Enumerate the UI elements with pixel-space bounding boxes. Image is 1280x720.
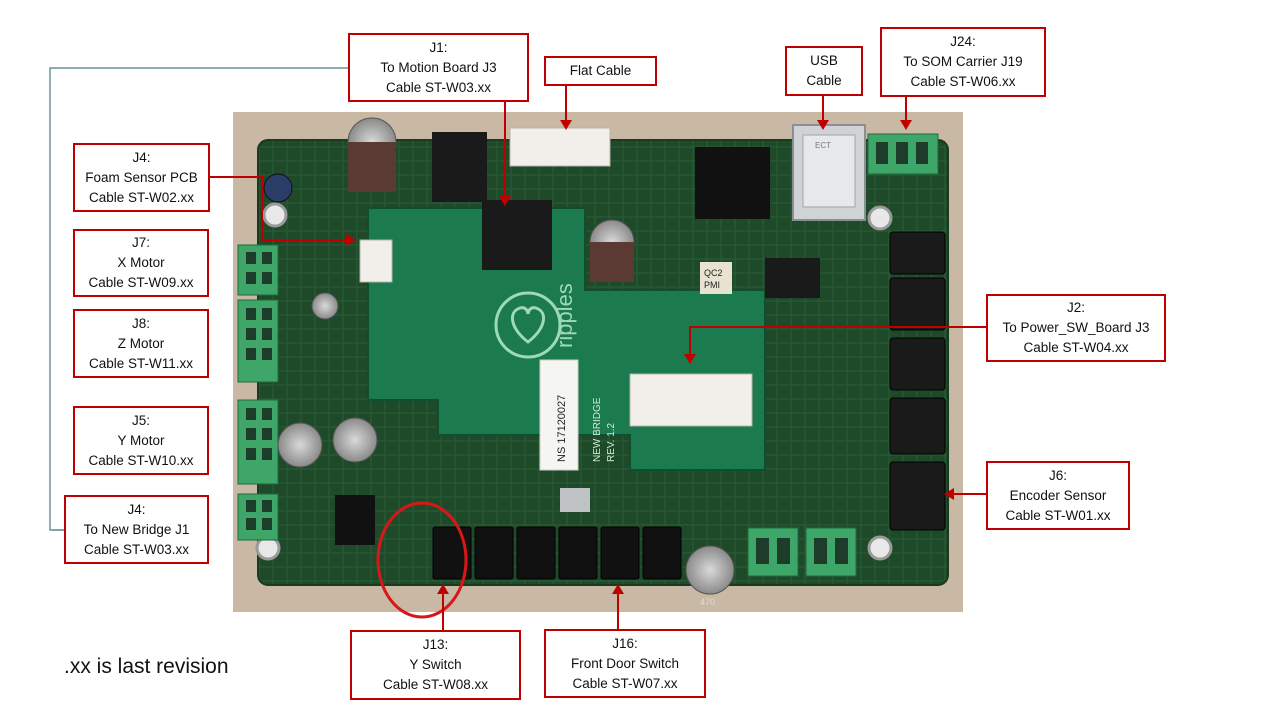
callout-j4foam-line1: J4: xyxy=(132,149,151,165)
callout-j2-line3: Cable ST-W04.xx xyxy=(1023,340,1129,355)
callout-j4bridge-line2: To New Bridge J1 xyxy=(83,521,190,537)
callout-j5-line2: Y Motor xyxy=(117,432,165,448)
callout-j8-line3: Cable ST-W11.xx xyxy=(88,355,194,371)
callout-j6-line3: Cable ST-W01.xx xyxy=(1005,507,1111,523)
callout-j13: J13: Y Switch Cable ST-W08.xx xyxy=(350,630,521,700)
regulator xyxy=(560,488,590,512)
ripples-logo xyxy=(494,291,562,359)
callout-j4foam-line2: Foam Sensor PCB xyxy=(85,169,198,185)
callout-j16-line2: Front Door Switch xyxy=(570,655,680,671)
motion-board-connector xyxy=(482,200,552,270)
callout-j16-line3: Cable ST-W07.xx xyxy=(572,675,678,691)
j2-connector xyxy=(629,373,753,427)
callout-j5-line1: J5: xyxy=(131,412,150,428)
mounting-hole xyxy=(867,535,893,561)
callout-j24-line2: To SOM Carrier J19 xyxy=(903,54,1023,69)
callout-j4bridge-line3: Cable ST-W03.xx xyxy=(83,541,190,557)
callout-j4-bridge: J4: To New Bridge J1 Cable ST-W03.xx xyxy=(64,495,209,564)
callout-j6-line1: J6: xyxy=(1048,467,1067,483)
callout-j13-line3: Cable ST-W08.xx xyxy=(382,677,489,692)
callout-j4foam-line3: Cable ST-W02.xx xyxy=(88,189,195,205)
callout-j4bridge-line1: J4: xyxy=(127,501,146,517)
callout-flat-line1: Flat Cable xyxy=(569,63,632,78)
callout-j7: J7: X Motor Cable ST-W09.xx xyxy=(73,229,209,297)
cap-print: 470 xyxy=(700,597,715,607)
callout-j1: J1: To Motion Board J3 Cable ST-W03.xx xyxy=(348,33,529,102)
callout-j13-line2: Y Switch xyxy=(409,657,462,672)
terminal-bottom xyxy=(747,527,857,577)
serial-sticker xyxy=(539,359,579,471)
terminal-j24 xyxy=(867,133,939,175)
callout-j7-line3: Cable ST-W09.xx xyxy=(88,275,194,290)
bridge-text-1: NEW BRIDGE xyxy=(592,397,603,462)
callout-j13-line1: J13: xyxy=(422,637,449,652)
callout-j1-line3: Cable ST-W03.xx xyxy=(385,79,492,95)
usb-print: ECT xyxy=(815,141,831,150)
callout-j16-line1: J16: xyxy=(612,635,638,651)
callout-usb: USB Cable xyxy=(785,46,863,96)
chip xyxy=(765,258,820,298)
capacitors xyxy=(263,117,735,595)
callout-j8: J8: Z Motor Cable ST-W11.xx xyxy=(73,309,209,378)
callout-j24-line1: J24: xyxy=(950,34,976,49)
terminal-j4-bridge xyxy=(237,493,279,541)
callout-j5-line3: Cable ST-W10.xx xyxy=(88,452,194,468)
chip-label-1: QC2 xyxy=(704,268,723,278)
callout-j2-line1: J2: xyxy=(1066,300,1085,315)
bottom-connectors xyxy=(432,526,682,580)
callout-j8-line1: J8: xyxy=(131,315,150,331)
callout-j6: J6: Encoder Sensor Cable ST-W01.xx xyxy=(986,461,1130,530)
arrows xyxy=(210,84,988,630)
callout-j7-line2: X Motor xyxy=(117,255,165,270)
terminal-j5 xyxy=(237,399,279,485)
sticker-text: NS 17120027 xyxy=(556,395,568,462)
j13-highlight xyxy=(376,501,468,619)
callout-j16: J16: Front Door Switch Cable ST-W07.xx xyxy=(544,629,706,698)
callout-j4-foam: J4: Foam Sensor PCB Cable ST-W02.xx xyxy=(73,143,210,212)
chip-label-2: PMI xyxy=(704,280,720,290)
callout-j24-line3: Cable ST-W06.xx xyxy=(910,74,1016,89)
heatsink xyxy=(335,495,375,545)
callout-j7-line1: J7: xyxy=(131,235,150,250)
chip-label-box xyxy=(700,262,732,294)
callout-usb-line1: USB xyxy=(810,53,838,68)
mounting-hole xyxy=(262,202,288,228)
brand-text: ripples xyxy=(552,283,577,348)
callout-j2-line2: To Power_SW_Board J3 xyxy=(1002,320,1150,335)
top-black-connector xyxy=(432,132,487,202)
bridge-text-2: REV. 1.2 xyxy=(606,422,617,462)
encoder-connectors xyxy=(889,231,946,531)
callout-flat-cable: Flat Cable xyxy=(544,56,657,86)
foam-sensor-connector xyxy=(359,239,393,283)
usb-connector xyxy=(792,124,866,221)
callout-usb-line2: Cable xyxy=(806,73,842,88)
header-pins xyxy=(695,147,770,219)
callout-j8-line2: Z Motor xyxy=(117,335,165,351)
callout-j5: J5: Y Motor Cable ST-W10.xx xyxy=(73,406,209,475)
terminal-j7 xyxy=(237,244,279,296)
arrowheads xyxy=(346,120,954,594)
terminal-j8 xyxy=(237,299,279,383)
callout-j1-line2: To Motion Board J3 xyxy=(380,59,497,75)
callout-j2: J2: To Power_SW_Board J3 Cable ST-W04.xx xyxy=(986,294,1166,362)
mounting-hole xyxy=(867,205,893,231)
revision-footnote: .xx is last revision xyxy=(64,655,229,678)
callout-j24: J24: To SOM Carrier J19 Cable ST-W06.xx xyxy=(880,27,1046,97)
flat-cable-connector xyxy=(509,127,611,167)
callout-j1-line1: J1: xyxy=(429,39,448,55)
callout-j6-line2: Encoder Sensor xyxy=(1009,487,1107,503)
